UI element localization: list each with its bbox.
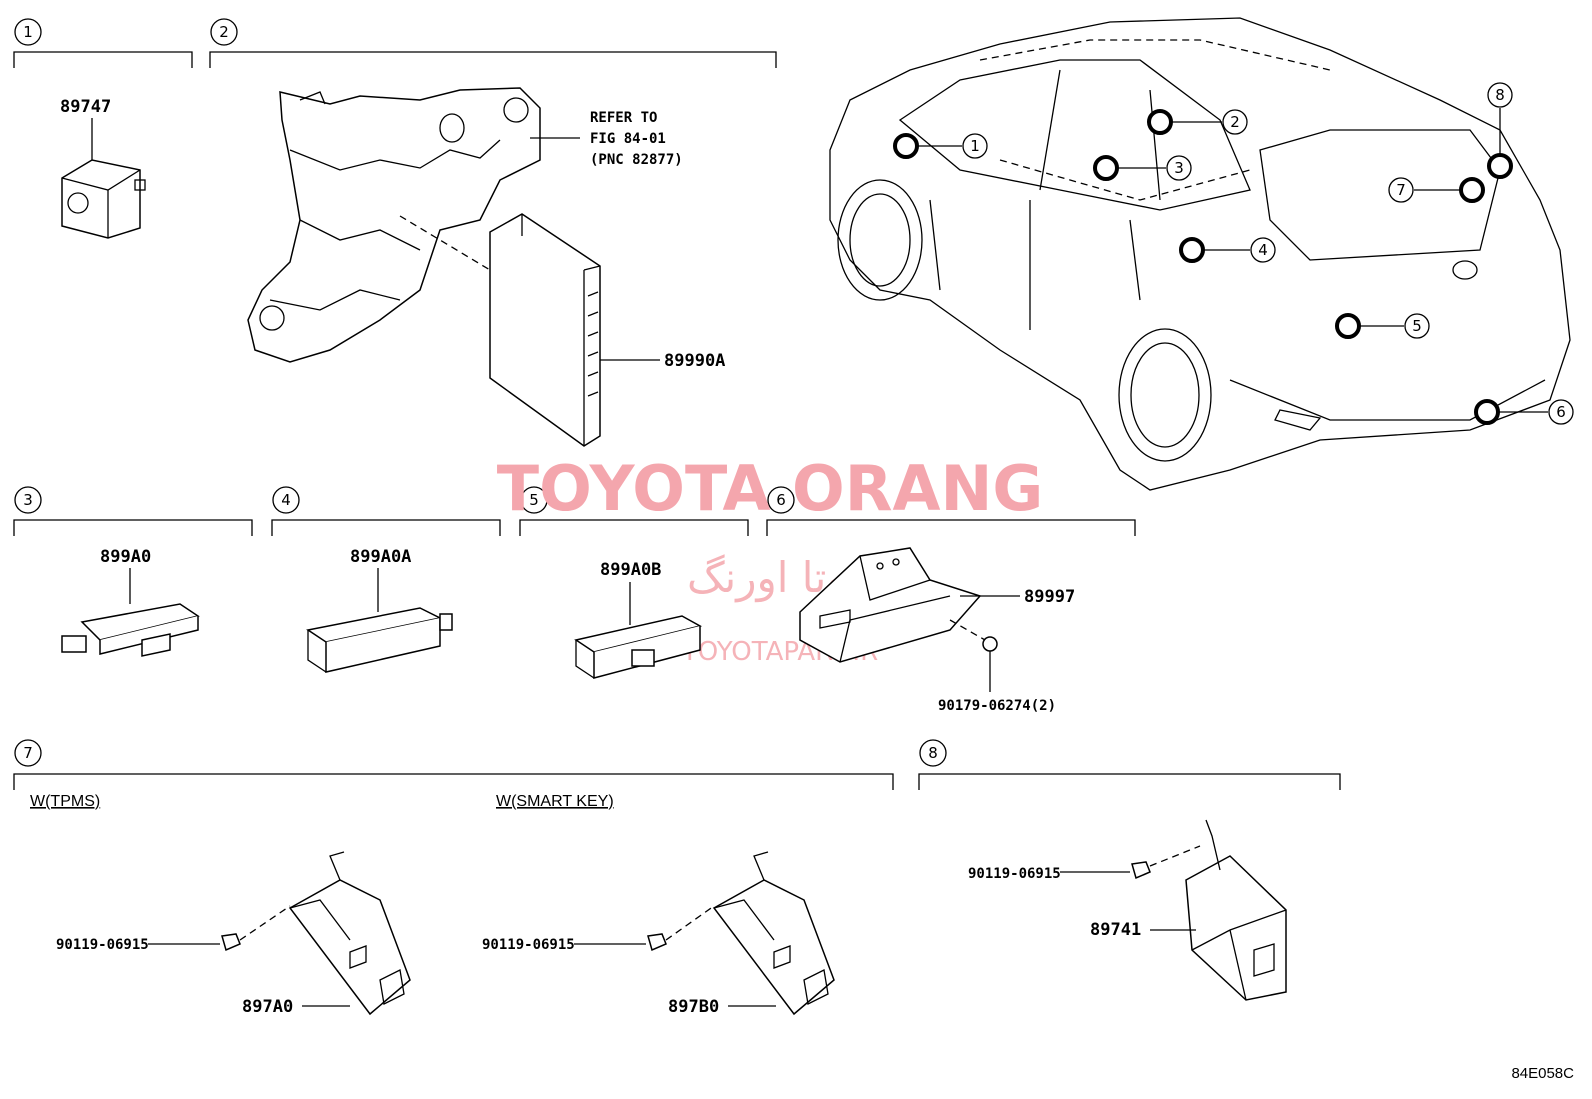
svg-text:90179-06274(2): 90179-06274(2)	[938, 698, 1056, 714]
svg-text:89990A: 89990A	[664, 351, 725, 371]
part-89990A-assembly: REFER TO FIG 84-01 (PNC 82877) 89990A	[247, 87, 725, 447]
svg-text:3: 3	[23, 491, 33, 509]
svg-text:1: 1	[970, 137, 980, 155]
svg-text:90119-06915: 90119-06915	[968, 866, 1061, 882]
svg-text:8: 8	[1495, 86, 1505, 104]
part-89997: 89997 90179-06274(2)	[799, 547, 1075, 714]
svg-text:5: 5	[529, 491, 539, 509]
section-6-header: 6	[766, 486, 1136, 536]
part-89741: 90119-06915 89741	[968, 819, 1287, 1001]
svg-text:89997: 89997	[1024, 587, 1075, 607]
section-4-header: 4	[271, 486, 501, 536]
part-899A0A: 899A0A	[306, 547, 453, 673]
svg-text:TOYOTA ORANG: TOYOTA ORANG	[497, 452, 1043, 525]
watermark: TOYOTA ORANG تویوتا اورنگ TOYOTAPART.IR	[497, 452, 1043, 667]
part-899A0: 899A0	[61, 547, 200, 657]
svg-text:(PNC 82877): (PNC 82877)	[590, 152, 683, 168]
section-1-header: 1	[13, 18, 193, 68]
svg-text:2: 2	[1230, 113, 1240, 131]
condition-smart-key: W(SMART KEY)	[496, 793, 614, 810]
section-7-header: 7	[13, 739, 894, 790]
svg-text:899A0B: 899A0B	[600, 560, 661, 580]
vehicle-illustration: 1 2 3 4 5 6 7 8	[829, 17, 1574, 491]
svg-text:6: 6	[1556, 403, 1566, 421]
svg-text:2: 2	[219, 23, 229, 41]
svg-text:1: 1	[23, 23, 33, 41]
svg-text:899A0A: 899A0A	[350, 547, 411, 567]
svg-text:4: 4	[281, 491, 291, 509]
section-5-header: 5	[519, 486, 749, 536]
part-89747: 89747	[60, 97, 146, 239]
svg-text:897B0: 897B0	[668, 997, 719, 1017]
part-899A0B: 899A0B	[574, 560, 703, 679]
svg-text:REFER TO: REFER TO	[590, 110, 657, 126]
svg-text:8: 8	[928, 744, 938, 762]
svg-text:899A0: 899A0	[100, 547, 151, 567]
svg-text:897A0: 897A0	[242, 997, 293, 1017]
svg-text:FIG 84-01: FIG 84-01	[590, 131, 666, 147]
svg-text:90119-06915: 90119-06915	[56, 937, 149, 953]
svg-text:7: 7	[1396, 181, 1406, 199]
svg-text:90119-06915: 90119-06915	[482, 937, 575, 953]
section-2-header: 2	[209, 18, 777, 68]
figure-code: 84E058C	[1511, 1065, 1574, 1082]
svg-text:7: 7	[23, 744, 33, 762]
svg-text:89741: 89741	[1090, 920, 1141, 940]
svg-text:5: 5	[1412, 317, 1422, 335]
svg-text:3: 3	[1174, 159, 1184, 177]
condition-tpms: W(TPMS)	[30, 793, 100, 810]
svg-text:89747: 89747	[60, 97, 111, 117]
part-897A0: 90119-06915 897A0	[56, 851, 411, 1017]
section-8-header: 8	[918, 739, 1341, 790]
svg-text:6: 6	[776, 491, 786, 509]
part-897B0: 90119-06915 897B0	[482, 851, 835, 1017]
section-3-header: 3	[13, 486, 253, 536]
svg-text:4: 4	[1258, 241, 1268, 259]
